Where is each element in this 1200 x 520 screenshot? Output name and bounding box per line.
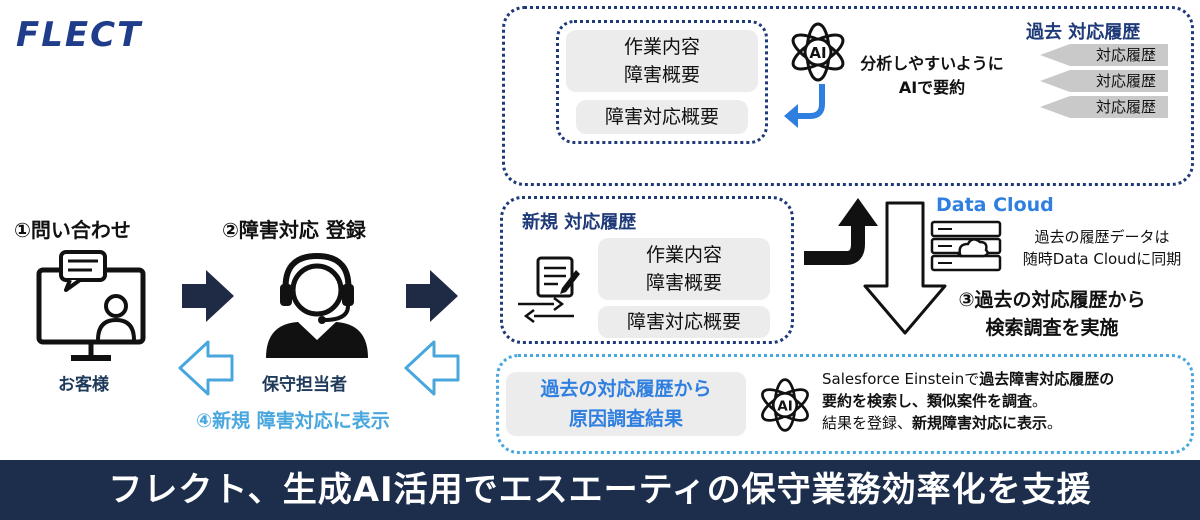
step1-label: ①問い合わせ xyxy=(14,218,131,242)
history-title: 過去 対応履歴 xyxy=(1026,22,1141,43)
new-record-title: 新規 対応履歴 xyxy=(522,212,637,233)
result-card-line2: 原因調査結果 xyxy=(568,408,683,430)
result-box xyxy=(496,354,1194,454)
source-record-box xyxy=(556,20,768,144)
ai-summary-line2: AIで要約 xyxy=(898,78,966,97)
result-description: Salesforce Einsteinで過去障害対応履歴の 要約を検索し、類似案… xyxy=(822,368,1192,434)
curved-arrow-icon xyxy=(782,82,830,134)
history-tag: 対応履歴 xyxy=(1040,44,1170,66)
arrow-right-icon xyxy=(404,268,460,328)
card-line2: 障害概要 xyxy=(623,64,700,86)
ai-icon: AI xyxy=(786,20,850,88)
document-transfer-icon xyxy=(514,252,586,328)
card-line1: 作業内容 xyxy=(623,36,700,58)
arrow-left-icon xyxy=(404,340,460,400)
source-record-card: 作業内容 障害概要 xyxy=(566,30,758,92)
history-tag-stack: 対応履歴 対応履歴 対応履歴 xyxy=(1040,44,1170,122)
flect-logo: FLECT xyxy=(14,12,174,56)
down-arrow-icon xyxy=(862,200,948,340)
curved-up-arrow-icon xyxy=(800,194,890,278)
ai-summary-text: 分析しやすいように AIで要約 xyxy=(852,52,1012,100)
svg-text:AI: AI xyxy=(777,398,793,414)
result-card: 過去の対応履歴から 原因調査結果 xyxy=(506,372,746,436)
data-cloud-note-line2: 随時Data Cloudに同期 xyxy=(1022,250,1182,268)
arrow-left-icon xyxy=(178,340,234,400)
operator-headset-icon xyxy=(262,250,372,366)
ai-icon: AI xyxy=(756,376,814,438)
new-record-box xyxy=(500,196,794,344)
data-cloud-title: Data Cloud xyxy=(936,194,1054,216)
footer-banner: フレクト、生成AI活用でエスエーティの保守業務効率化を支援 xyxy=(0,460,1200,520)
step2-label: ②障害対応 登録 xyxy=(222,218,366,242)
result-card-line1: 過去の対応履歴から xyxy=(540,378,712,400)
history-tag: 対応履歴 xyxy=(1040,70,1170,92)
history-tag: 対応履歴 xyxy=(1040,96,1170,118)
summary-box xyxy=(502,6,1194,186)
result-desc-line2: 要約を検索し、類似案件を調査。 xyxy=(822,392,1048,410)
result-desc-line3: 結果を登録、新規障害対応に表示。 xyxy=(822,414,1063,432)
new-record-card: 作業内容 障害概要 xyxy=(598,238,770,300)
svg-text:FLECT: FLECT xyxy=(16,15,143,55)
svg-text:AI: AI xyxy=(809,44,826,62)
step3-line2: 検索調査を実施 xyxy=(985,317,1119,339)
source-summary-card: 障害対応概要 xyxy=(576,100,748,134)
step3-line1: ③過去の対応履歴から xyxy=(958,289,1146,311)
step3-label: ③過去の対応履歴から 検索調査を実施 xyxy=(932,286,1172,342)
data-cloud-note-line1: 過去の履歴データは xyxy=(1034,228,1170,246)
card-line2: 障害概要 xyxy=(645,272,722,294)
customer-monitor-icon xyxy=(36,248,146,372)
new-summary-card: 障害対応概要 xyxy=(598,306,770,338)
cloud-server-icon xyxy=(930,220,1002,276)
arrow-right-icon xyxy=(180,268,236,328)
customer-label: お客様 xyxy=(58,375,109,395)
data-cloud-note: 過去の履歴データは 随時Data Cloudに同期 xyxy=(1022,226,1182,270)
operator-label: 保守担当者 xyxy=(262,375,347,395)
result-desc-line1: Salesforce Einsteinで過去障害対応履歴の xyxy=(822,370,1115,388)
card-line1: 作業内容 xyxy=(645,244,722,266)
step4-label: ④新規 障害対応に表示 xyxy=(196,410,390,432)
ai-summary-line1: 分析しやすいように xyxy=(860,54,1004,73)
